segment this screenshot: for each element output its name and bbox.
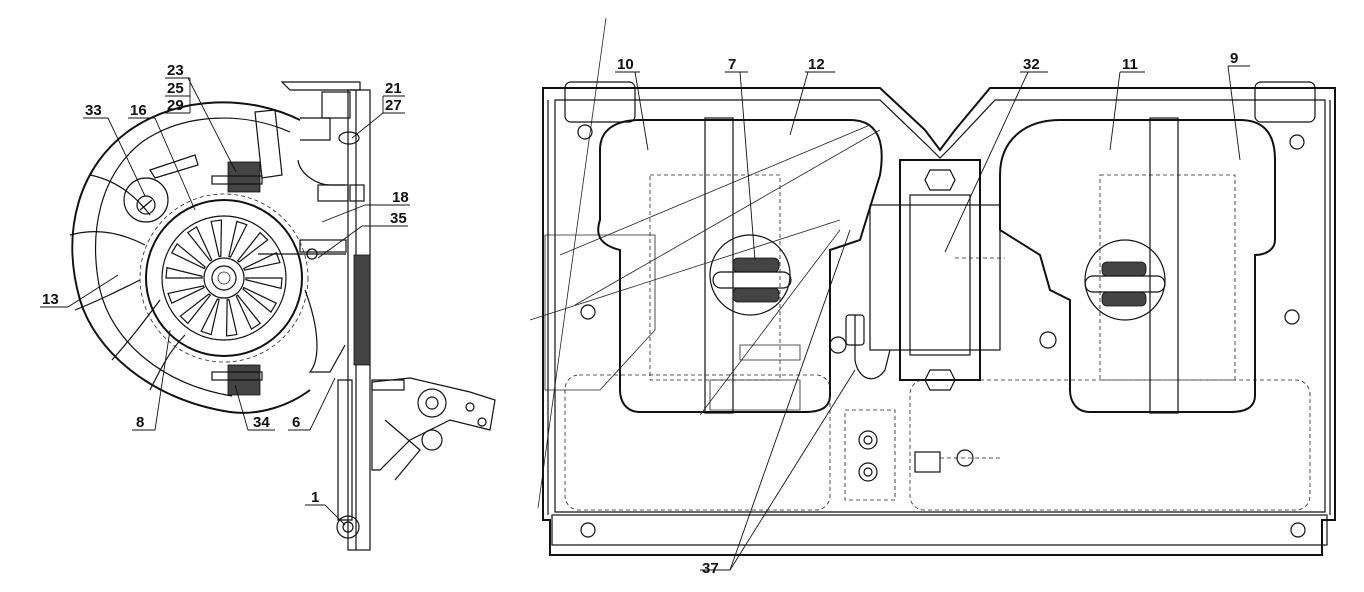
callout-12: 12 [808,56,825,73]
center-clamp [899,159,981,381]
impeller-blade [235,294,262,330]
front-view [529,17,1336,556]
callout-18: 18 [392,189,409,206]
callout-27: 27 [385,97,402,114]
bushing-left [709,234,791,316]
callout-23: 23 [167,62,184,79]
impeller-blade [225,298,238,337]
impeller-blade [179,293,212,325]
impeller-blade [200,298,220,336]
frame-outline [542,87,1336,556]
terminal-box [564,374,831,511]
callout-6: 6 [292,414,300,431]
eye-bolt [336,515,360,539]
pulley [123,177,169,223]
leader-lines [40,65,1250,571]
fan-housing-inner [95,117,291,397]
callout-21: 21 [385,80,402,97]
coil-left [597,119,883,413]
impeller-blade [186,226,213,262]
impeller-blade [243,252,281,271]
callout-10: 10 [617,56,634,73]
callout-16: 16 [130,102,147,119]
impeller-blade [242,286,278,314]
callout-13: 13 [42,291,59,308]
callout-25: 25 [167,80,184,97]
impeller-blade [167,285,205,304]
callout-29: 29 [167,97,184,114]
coil-right [999,119,1276,413]
callout-9: 9 [1230,50,1238,67]
fan-impeller [139,193,309,363]
side-section-view [69,81,496,551]
fan-housing-outline [71,101,311,414]
callout-8: 8 [136,414,144,431]
callout-37: 37 [702,560,719,577]
impeller-blade [228,220,248,258]
callout-35: 35 [390,210,407,227]
impeller-blade [210,219,223,258]
callout-32: 32 [1023,56,1040,73]
callout-34: 34 [253,414,270,431]
impeller-blade [170,242,206,270]
callout-11: 11 [1122,56,1138,73]
callout-1: 1 [311,489,319,506]
callout-33: 33 [85,102,102,119]
callout-labels: 23 25 29 33 16 13 8 34 6 1 18 35 21 27 1… [42,50,1238,577]
bushing-right [1084,239,1166,321]
impeller-blade [236,231,269,263]
latch-lever [371,377,496,471]
impeller-blade [245,277,283,290]
clamp-strap-left [704,117,734,414]
clamp-strap-right [1149,117,1179,414]
impeller-blade [165,266,203,279]
callout-7: 7 [728,56,736,73]
